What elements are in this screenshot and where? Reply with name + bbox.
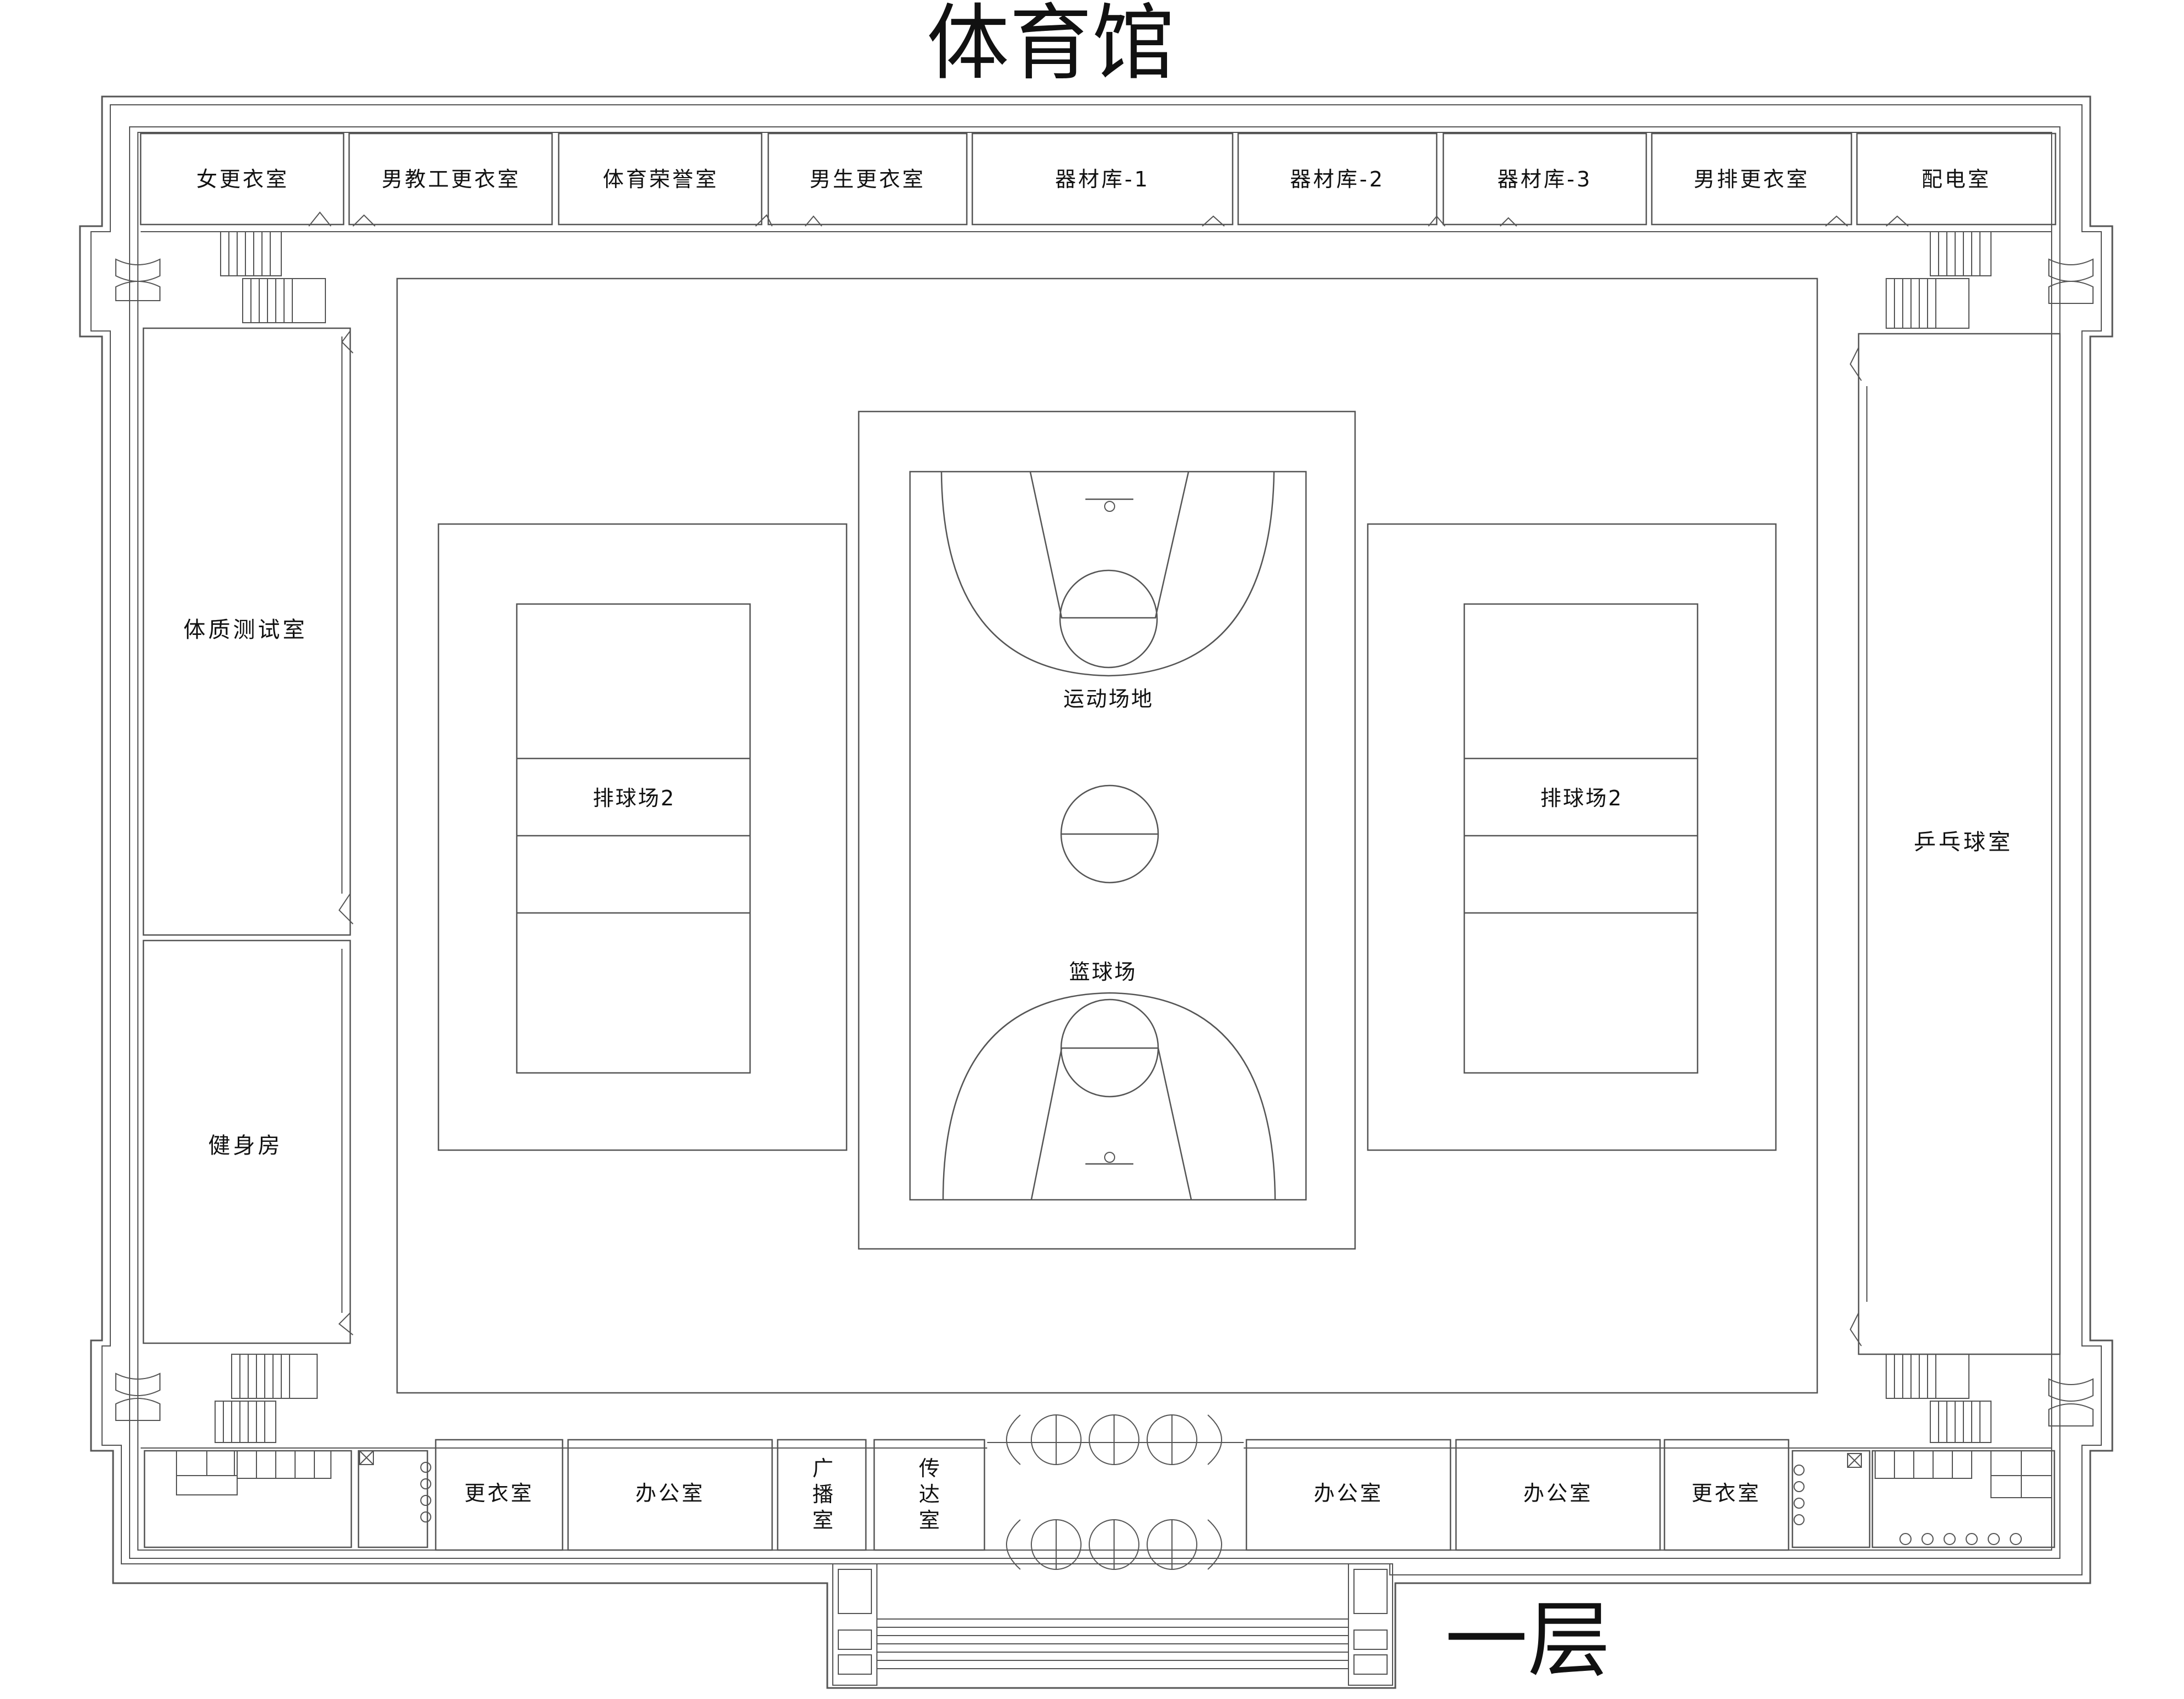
- room-label-women-changing: 女更衣室: [196, 167, 289, 191]
- building-outline: [79, 95, 2113, 1689]
- basketball-court: [909, 471, 1307, 1201]
- left-room-column: 体质测试室 健身房: [142, 327, 354, 1344]
- stair-bottom-left: [215, 1354, 318, 1443]
- room-label-table-tennis: 乒乓球室: [1914, 830, 2013, 855]
- room-label-fitness-test: 体质测试室: [184, 617, 308, 643]
- room-label-equipment-2: 器材库-2: [1290, 167, 1385, 191]
- volleyball-label-right: 排球场2: [1540, 786, 1623, 810]
- arena: 排球场2 排球场2 运动场地 篮球场: [396, 277, 1818, 1394]
- bottom-room-row: 更衣室 办公室 广 播 室 传 达 室: [141, 1414, 2055, 1570]
- room-label-equipment-1: 器材库-1: [1055, 167, 1150, 191]
- basketball-court-outer: [858, 410, 1356, 1250]
- room-label-power-room: 配电室: [1921, 167, 1991, 191]
- room-label-reception-1: 传: [919, 1456, 940, 1481]
- entrance-steps: [832, 1563, 1393, 1686]
- volleyball-court-right-outer: [1367, 523, 1777, 1151]
- room-label-broadcast-2: 播: [812, 1482, 833, 1506]
- room-label-changing-left: 更衣室: [464, 1481, 534, 1505]
- volleyball-court-right: [1463, 603, 1699, 1074]
- volleyball-label-left: 排球场2: [593, 786, 676, 810]
- floor-label: 一层: [1445, 1593, 1610, 1689]
- room-label-changing-right: 更衣室: [1691, 1481, 1761, 1505]
- stair-top-left: [220, 231, 326, 323]
- room-label-office-right-1: 办公室: [1314, 1481, 1383, 1505]
- room-label-male-staff-changing: 男教工更衣室: [382, 167, 521, 191]
- top-room-row: 女更衣室 男教工更衣室 体育荣誉室 男生更衣室 器材库-1 器材库-2 器材库-…: [140, 132, 2057, 227]
- room-label-volleyball-changing: 男排更衣室: [1694, 167, 1810, 191]
- room-label-honor-room: 体育荣誉室: [603, 167, 719, 191]
- right-room-column: 乒乓球室: [1849, 333, 2061, 1355]
- room-label-reception-2: 达: [919, 1482, 940, 1506]
- room-label-boys-changing: 男生更衣室: [810, 167, 925, 191]
- room-label-equipment-3: 器材库-3: [1497, 167, 1592, 191]
- corner-door-symbols: [115, 258, 2094, 1426]
- arena-label: 运动场地: [1063, 687, 1154, 711]
- room-label-reception-3: 室: [919, 1508, 940, 1532]
- volleyball-court-left-outer: [437, 523, 848, 1151]
- room-label-office-left: 办公室: [635, 1481, 705, 1505]
- stair-top-right: [1886, 231, 1992, 329]
- room-label-gym: 健身房: [208, 1133, 283, 1158]
- entrance-doors: [987, 1414, 1244, 1570]
- volleyball-court-left: [516, 603, 751, 1074]
- room-label-broadcast-1: 广: [812, 1456, 833, 1481]
- plan-title: 体育馆: [927, 0, 1175, 92]
- room-label-office-right-2: 办公室: [1523, 1481, 1593, 1505]
- room-label-broadcast-3: 室: [812, 1508, 833, 1532]
- basketball-label: 篮球场: [1069, 960, 1137, 984]
